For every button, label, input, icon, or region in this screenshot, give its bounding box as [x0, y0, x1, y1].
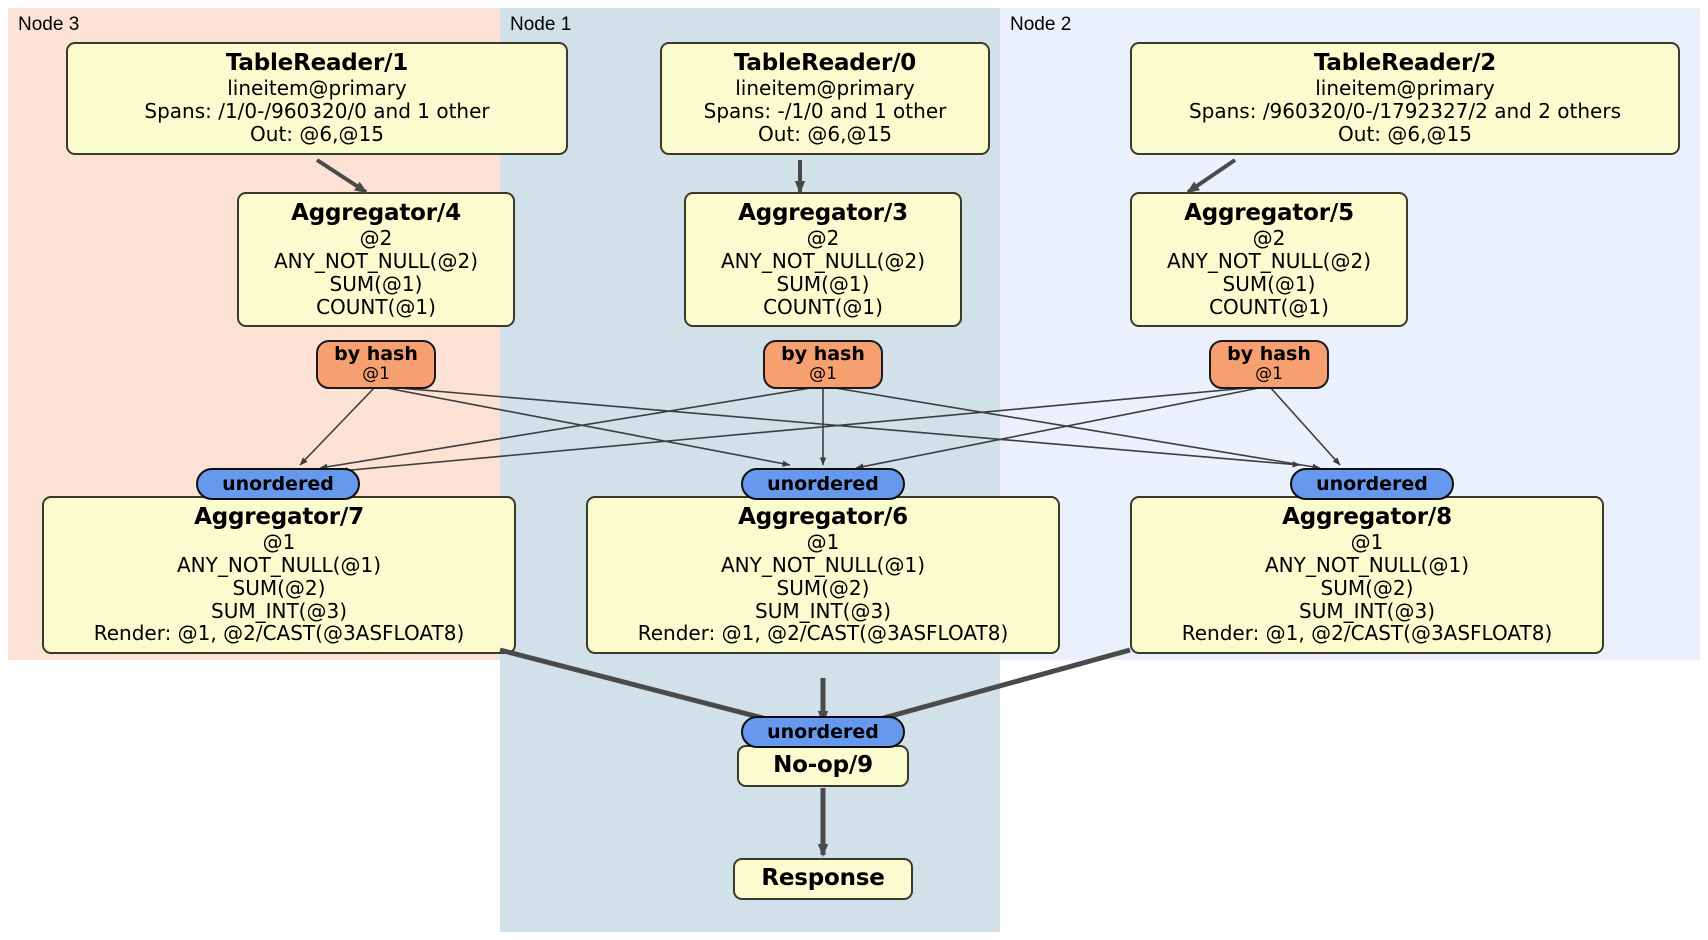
processor-no-op-9[interactable]: No-op/9	[737, 745, 909, 788]
processor-line-agg-1: SUM(@1)	[329, 271, 423, 296]
processor-line-agg-1: SUM(@2)	[776, 575, 870, 600]
router-kind-label: by hash	[334, 343, 418, 365]
processor-table-reader-0[interactable]: TableReader/0 lineitem@primary Spans: -/…	[660, 42, 990, 155]
processor-line-group: @2	[806, 226, 840, 251]
processor-line-group: @2	[1252, 226, 1286, 251]
router-by-hash-aggregator-4[interactable]: by hash @1	[316, 340, 436, 390]
processor-table-reader-2[interactable]: TableReader/2 lineitem@primary Spans: /9…	[1130, 42, 1680, 155]
processor-line-render: Render: @1, @2/CAST(@3ASFLOAT8)	[93, 621, 465, 646]
processor-line-render: Render: @1, @2/CAST(@3ASFLOAT8)	[1181, 621, 1553, 646]
processor-aggregator-5[interactable]: Aggregator/5 @2 ANY_NOT_NULL(@2) SUM(@1)…	[1130, 192, 1408, 328]
processor-line-agg-0: ANY_NOT_NULL(@2)	[1167, 249, 1371, 274]
node-label-node3: Node 3	[18, 14, 80, 35]
processor-line-agg-0: ANY_NOT_NULL(@2)	[274, 249, 478, 274]
node-label-node2: Node 2	[1010, 14, 1072, 35]
processor-line-group: @1	[806, 530, 840, 555]
processor-response[interactable]: Response	[733, 858, 913, 901]
processor-aggregator-8[interactable]: Aggregator/8 @1 ANY_NOT_NULL(@1) SUM(@2)…	[1130, 496, 1604, 655]
processor-line-agg-2: COUNT(@1)	[316, 294, 436, 319]
processor-line-table: lineitem@primary	[735, 76, 915, 101]
processor-title: TableReader/2	[1313, 50, 1497, 76]
processor-line-agg-0: ANY_NOT_NULL(@1)	[1265, 553, 1469, 578]
processor-line-out: Out: @6,@15	[1338, 121, 1472, 146]
processor-title: Aggregator/7	[194, 504, 364, 530]
processor-line-agg-2: COUNT(@1)	[1209, 294, 1329, 319]
processor-line-agg-2: SUM_INT(@3)	[211, 598, 347, 623]
processor-title: TableReader/1	[225, 50, 409, 76]
router-key-label: @1	[809, 364, 837, 385]
processor-line-agg-2: SUM_INT(@3)	[755, 598, 891, 623]
processor-title: TableReader/0	[733, 50, 917, 76]
processor-title: Aggregator/3	[738, 200, 908, 226]
processor-line-agg-1: SUM(@1)	[776, 271, 870, 296]
processor-table-reader-1[interactable]: TableReader/1 lineitem@primary Spans: /1…	[66, 42, 568, 155]
processor-line-table: lineitem@primary	[227, 76, 407, 101]
processor-aggregator-4[interactable]: Aggregator/4 @2 ANY_NOT_NULL(@2) SUM(@1)…	[237, 192, 515, 328]
router-kind-label: by hash	[1227, 343, 1311, 365]
processor-line-render: Render: @1, @2/CAST(@3ASFLOAT8)	[637, 621, 1009, 646]
processor-line-out: Out: @6,@15	[250, 121, 384, 146]
processor-title: Aggregator/8	[1282, 504, 1452, 530]
node-label-node1: Node 1	[510, 14, 572, 35]
processor-title: Aggregator/5	[1184, 200, 1354, 226]
collector-unordered-final[interactable]: unordered	[741, 716, 905, 748]
processor-aggregator-6[interactable]: Aggregator/6 @1 ANY_NOT_NULL(@1) SUM(@2)…	[586, 496, 1060, 655]
router-key-label: @1	[362, 364, 390, 385]
collector-unordered-left[interactable]: unordered	[196, 468, 360, 500]
processor-line-agg-0: ANY_NOT_NULL(@1)	[721, 553, 925, 578]
processor-title: No-op/9	[773, 752, 873, 778]
collector-unordered-right[interactable]: unordered	[1290, 468, 1454, 500]
router-kind-label: by hash	[781, 343, 865, 365]
processor-line-agg-2: COUNT(@1)	[763, 294, 883, 319]
processor-line-agg-2: SUM_INT(@3)	[1299, 598, 1435, 623]
processor-line-agg-1: SUM(@2)	[232, 575, 326, 600]
router-by-hash-aggregator-5[interactable]: by hash @1	[1209, 340, 1329, 390]
processor-title: Aggregator/4	[291, 200, 461, 226]
router-key-label: @1	[1255, 364, 1283, 385]
processor-line-group: @1	[262, 530, 296, 555]
processor-line-agg-1: SUM(@1)	[1222, 271, 1316, 296]
processor-line-agg-0: ANY_NOT_NULL(@2)	[721, 249, 925, 274]
processor-line-out: Out: @6,@15	[758, 121, 892, 146]
processor-aggregator-7[interactable]: Aggregator/7 @1 ANY_NOT_NULL(@1) SUM(@2)…	[42, 496, 516, 655]
processor-line-spans: Spans: /960320/0-/1792327/2 and 2 others	[1188, 99, 1621, 124]
processor-line-spans: Spans: -/1/0 and 1 other	[703, 99, 947, 124]
processor-title: Response	[761, 865, 885, 891]
processor-line-table: lineitem@primary	[1315, 76, 1495, 101]
processor-aggregator-3[interactable]: Aggregator/3 @2 ANY_NOT_NULL(@2) SUM(@1)…	[684, 192, 962, 328]
processor-line-group: @2	[359, 226, 393, 251]
collector-unordered-mid[interactable]: unordered	[741, 468, 905, 500]
processor-line-spans: Spans: /1/0-/960320/0 and 1 other	[144, 99, 490, 124]
router-by-hash-aggregator-3[interactable]: by hash @1	[763, 340, 883, 390]
processor-line-agg-0: ANY_NOT_NULL(@1)	[177, 553, 381, 578]
processor-line-agg-1: SUM(@2)	[1320, 575, 1414, 600]
processor-title: Aggregator/6	[738, 504, 908, 530]
processor-line-group: @1	[1350, 530, 1384, 555]
